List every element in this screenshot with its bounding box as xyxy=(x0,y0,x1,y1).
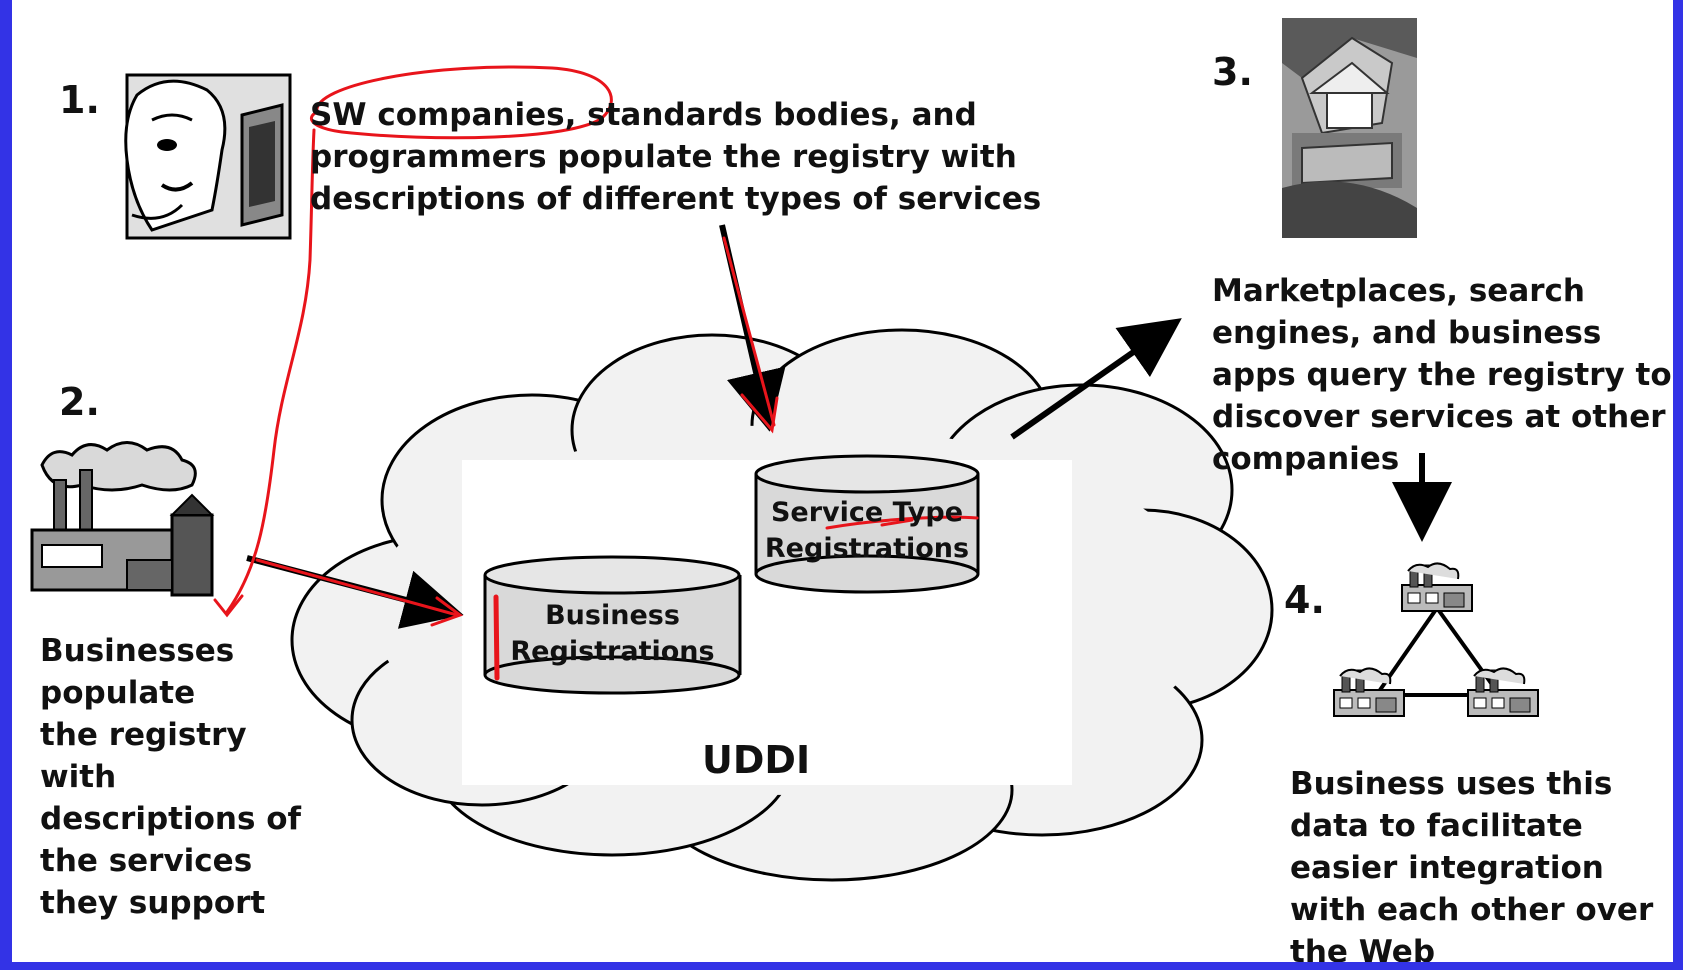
service-type-db-label: Service Type Registrations xyxy=(764,497,970,564)
step-4-description: Business uses this data to facilitate ea… xyxy=(1290,766,1654,962)
step-3-description: Marketplaces, search engines, and busine… xyxy=(1212,273,1672,477)
arrow-cloud-to-step3 xyxy=(1010,318,1182,440)
step-1-number: 1. xyxy=(59,78,100,122)
business-db-cylinder xyxy=(483,555,742,695)
diagram-canvas xyxy=(30,18,1539,882)
step-2-number: 2. xyxy=(59,380,100,424)
step-3-number: 3. xyxy=(1212,50,1253,94)
factory-icon xyxy=(30,441,215,597)
marketplace-collage-icon xyxy=(1282,18,1417,238)
step-2-description: Businesses populate the registry with de… xyxy=(40,633,301,921)
woman-at-computer-icon xyxy=(124,73,292,240)
factory-network-icon xyxy=(1333,562,1539,717)
step-1-description: SW companies, standards bodies, and prog… xyxy=(310,97,1042,217)
slide: 1. 2. 3. 4. SW companies, standards bodi… xyxy=(12,0,1673,962)
uddi-cloud xyxy=(290,328,1274,882)
red-annotations xyxy=(213,65,979,681)
uddi-label: UDDI xyxy=(702,738,811,782)
service-type-db-cylinder xyxy=(754,454,980,594)
step-4-number: 4. xyxy=(1284,578,1325,622)
business-db-label: Business Registrations xyxy=(510,600,715,667)
